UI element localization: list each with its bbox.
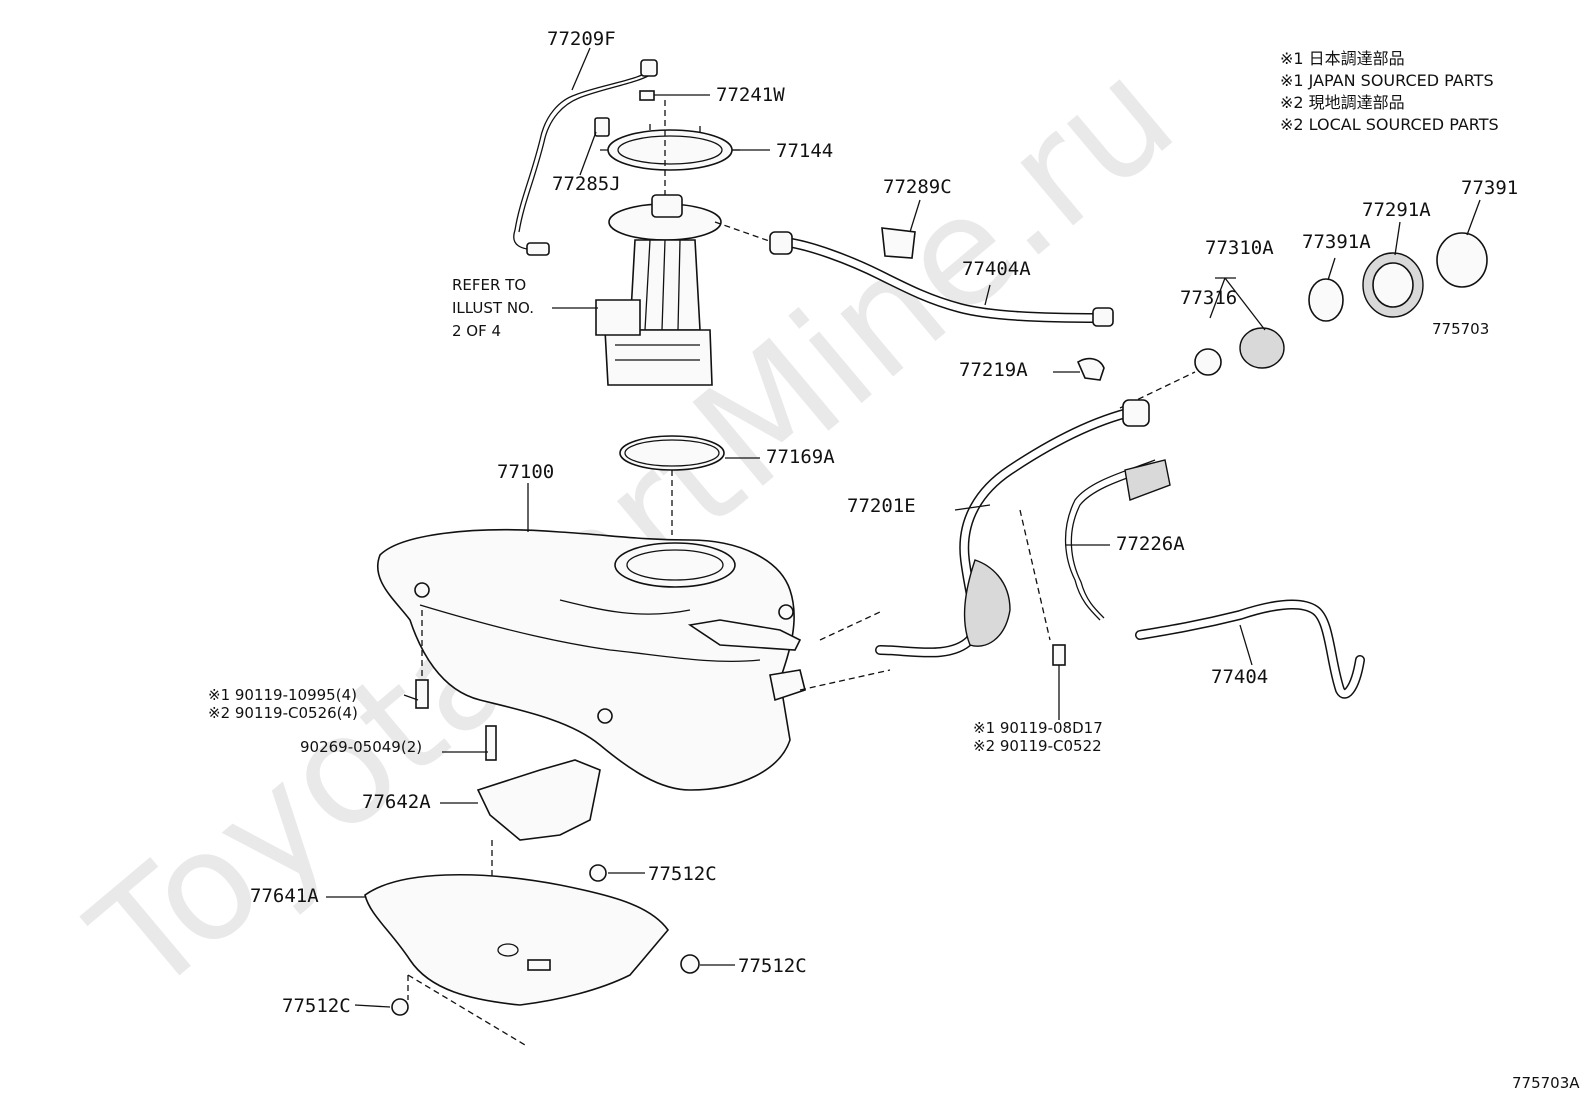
clip-77512c-2 — [680, 954, 700, 974]
bolt-filler — [1052, 644, 1066, 666]
legend-line-1: ※1 日本調達部品 — [1280, 49, 1405, 68]
label-77404: 77404 — [1211, 666, 1268, 688]
label-77144: 77144 — [776, 140, 833, 162]
label-77289c: 77289C — [883, 176, 952, 198]
label-77404a: 77404A — [962, 258, 1031, 280]
label-77169a: 77169A — [766, 446, 835, 468]
legend-line-2: ※1 JAPAN SOURCED PARTS — [1280, 71, 1494, 90]
refer-line-1: REFER TO — [452, 276, 526, 294]
label-bolt-1b: ※2 90119-C0526(4) — [208, 704, 358, 722]
label-77226a: 77226A — [1116, 533, 1185, 555]
label-77209f: 77209F — [547, 28, 616, 50]
label-77512c-1: 77512C — [648, 863, 717, 885]
label-bolt-3b: ※2 90119-C0522 — [973, 737, 1102, 755]
under-cover-77641a — [364, 874, 670, 1006]
sender-plug — [526, 242, 550, 256]
bolt-tank-mount — [415, 679, 429, 709]
fuel-cap-77310a — [1239, 327, 1285, 369]
tank-gasket-77169a — [619, 435, 725, 471]
fuel-tank-77100 — [377, 528, 806, 791]
legend-line-4: ※2 LOCAL SOURCED PARTS — [1280, 115, 1499, 134]
legend: ※1 日本調達部品 ※1 JAPAN SOURCED PARTS ※2 現地調達… — [1280, 49, 1499, 134]
part-labels: 77209F 77241W 77144 77285J 77289C 77404A… — [208, 28, 1580, 1092]
gasket-77391 — [1436, 232, 1488, 288]
gasket-77391a — [1308, 278, 1344, 322]
sender-connector — [640, 59, 658, 77]
label-bolt-3a: ※1 90119-08D17 — [973, 719, 1103, 737]
tank-protector-77642a — [476, 759, 601, 841]
refer-line-2: ILLUST NO. — [452, 299, 534, 317]
label-77285j: 77285J — [552, 173, 621, 195]
clip-77512c-3 — [391, 998, 409, 1016]
label-77391: 77391 — [1461, 177, 1518, 199]
label-bolt-1a: ※1 90119-10995(4) — [208, 686, 357, 704]
label-77310a: 77310A — [1205, 237, 1274, 259]
label-77642a: 77642A — [362, 791, 431, 813]
label-77100: 77100 — [497, 461, 554, 483]
clip-77219a — [1076, 357, 1105, 381]
fuel-pump-module — [595, 194, 722, 386]
watermark: ToyotaPartMine.ru — [61, 28, 1206, 1029]
label-77316: 77316 — [1180, 287, 1237, 309]
leader-lines — [326, 47, 1481, 1008]
label-77241w: 77241W — [716, 84, 785, 106]
clamp-77289c — [881, 227, 916, 259]
refer-line-3: 2 OF 4 — [452, 322, 501, 340]
label-77201e: 77201E — [847, 495, 916, 517]
label-77512c-3: 77512C — [282, 995, 351, 1017]
filler-pipe-77201e — [875, 399, 1150, 658]
bolt-90269 — [485, 725, 497, 761]
label-775703: 775703 — [1432, 320, 1489, 338]
clip-77512c-1 — [589, 864, 607, 882]
figure-id: 775703A — [1512, 1074, 1580, 1092]
label-77391a: 77391A — [1302, 231, 1371, 253]
label-77291a: 77291A — [1362, 199, 1431, 221]
label-77512c-2: 77512C — [738, 955, 807, 977]
sender-wire — [513, 69, 651, 251]
clip-77241w — [639, 90, 655, 101]
label-bolt-2: 90269-05049(2) — [300, 738, 422, 756]
label-77641a: 77641A — [250, 885, 319, 907]
refer-note: REFER TO ILLUST NO. 2 OF 4 — [452, 276, 598, 340]
connector-77285j — [594, 117, 610, 137]
o-ring-77316 — [1194, 348, 1222, 376]
breather-hose-77226a — [1064, 459, 1156, 621]
label-77219a: 77219A — [959, 359, 1028, 381]
legend-line-3: ※2 現地調達部品 — [1280, 93, 1405, 112]
